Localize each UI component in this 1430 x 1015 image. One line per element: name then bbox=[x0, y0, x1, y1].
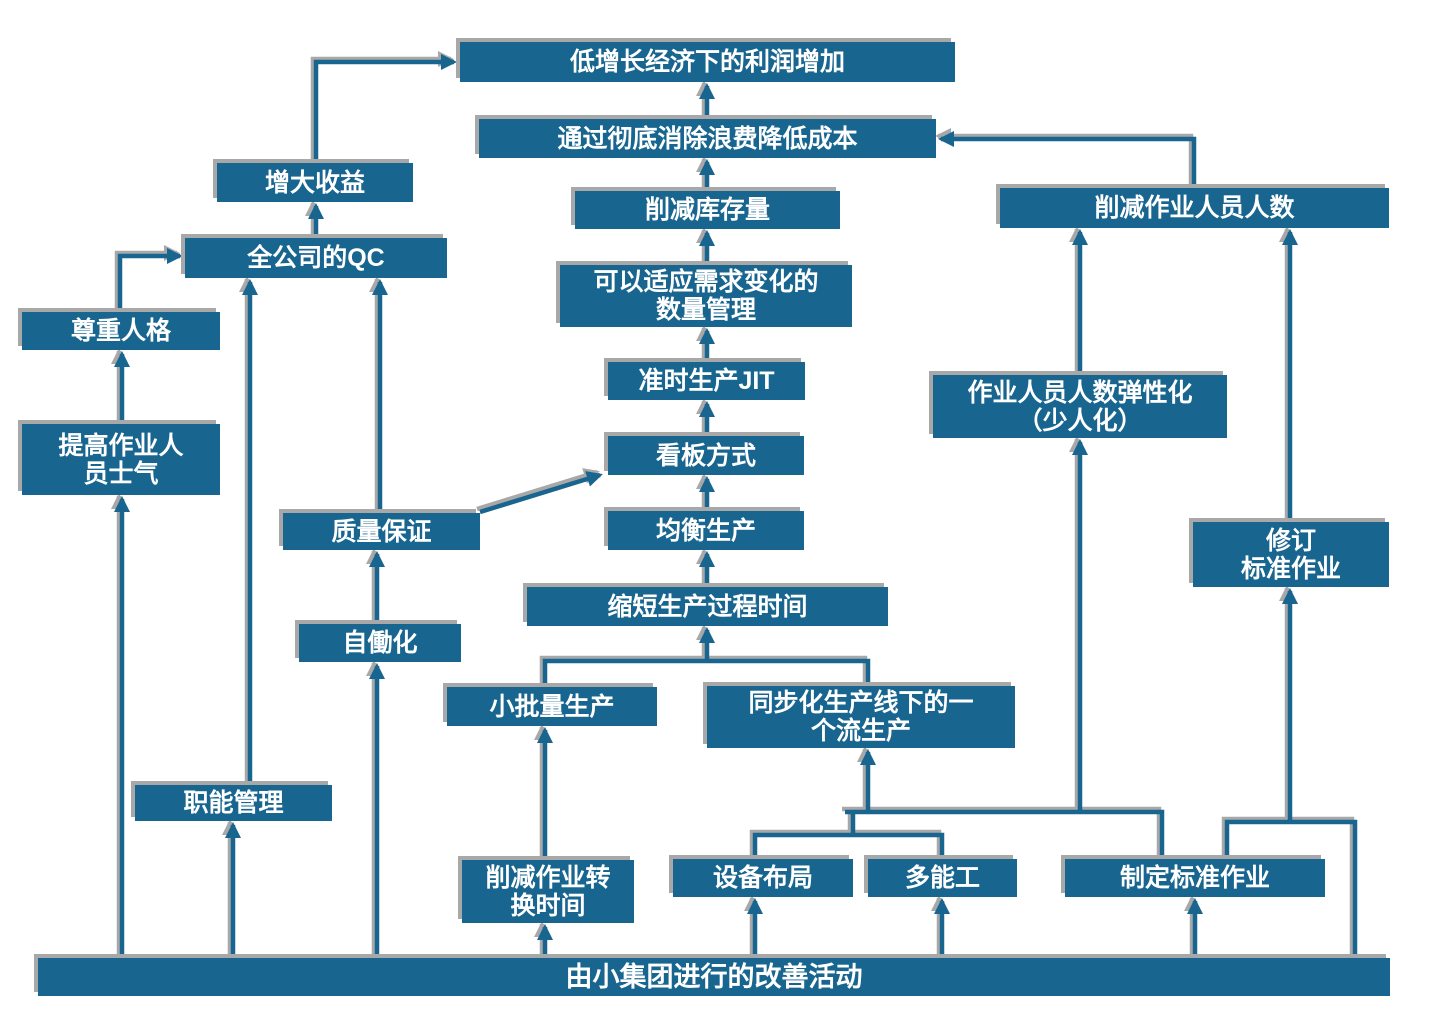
node-revenue: 增大收益 bbox=[217, 163, 413, 202]
node-jidoka: 自働化 bbox=[299, 624, 461, 662]
edge-main-horizontal-to-createstd bbox=[845, 809, 1165, 858]
node-morale: 提高作业人 员士气 bbox=[22, 424, 220, 495]
node-qty-mgmt: 可以适应需求变化的 数量管理 bbox=[560, 265, 852, 327]
node-reduce-workers: 削减作业人员人数 bbox=[1000, 188, 1389, 228]
node-cost-down: 通过彻底消除浪费降低成本 bbox=[479, 119, 936, 158]
node-shojinka: 作业人员人数弹性化 （少人化） bbox=[933, 375, 1227, 438]
node-inventory: 削减库存量 bbox=[575, 191, 840, 229]
node-one-piece-flow: 同步化生产线下的一 个流生产 bbox=[707, 686, 1015, 748]
edge-smalllot-onepiece-junction bbox=[542, 658, 871, 686]
node-multi-worker: 多能工 bbox=[868, 859, 1017, 897]
node-quality-assure: 质量保证 bbox=[283, 513, 480, 550]
edge-respect-to-qc bbox=[117, 248, 183, 311]
edge-reduceworkers-to-cost bbox=[938, 131, 1197, 187]
node-kaizen-bar: 由小集团进行的改善活动 bbox=[38, 958, 1390, 996]
node-create-std: 制定标准作业 bbox=[1065, 859, 1325, 897]
node-setup-time: 削减作业转 换时间 bbox=[462, 860, 634, 923]
node-kanban: 看板方式 bbox=[608, 436, 804, 475]
node-respect: 尊重人格 bbox=[22, 312, 220, 350]
edge-qa-to-kanban bbox=[479, 471, 603, 515]
node-func-mgmt: 职能管理 bbox=[135, 785, 332, 821]
node-small-lot: 小批量生产 bbox=[447, 687, 657, 726]
node-jit: 准时生产JIT bbox=[608, 362, 805, 400]
node-heijunka: 均衡生产 bbox=[608, 511, 804, 550]
node-revise-std: 修订 标准作业 bbox=[1193, 522, 1389, 587]
node-profit-top: 低增长经济下的利润增加 bbox=[460, 42, 955, 82]
node-company-qc: 全公司的QC bbox=[185, 238, 447, 278]
edge-layout-multiworker-junction bbox=[752, 832, 945, 858]
node-lead-time: 缩短生产过程时间 bbox=[527, 587, 888, 626]
node-machine-layout: 设备布局 bbox=[673, 859, 853, 897]
edge-revenue-to-profit bbox=[313, 54, 457, 162]
